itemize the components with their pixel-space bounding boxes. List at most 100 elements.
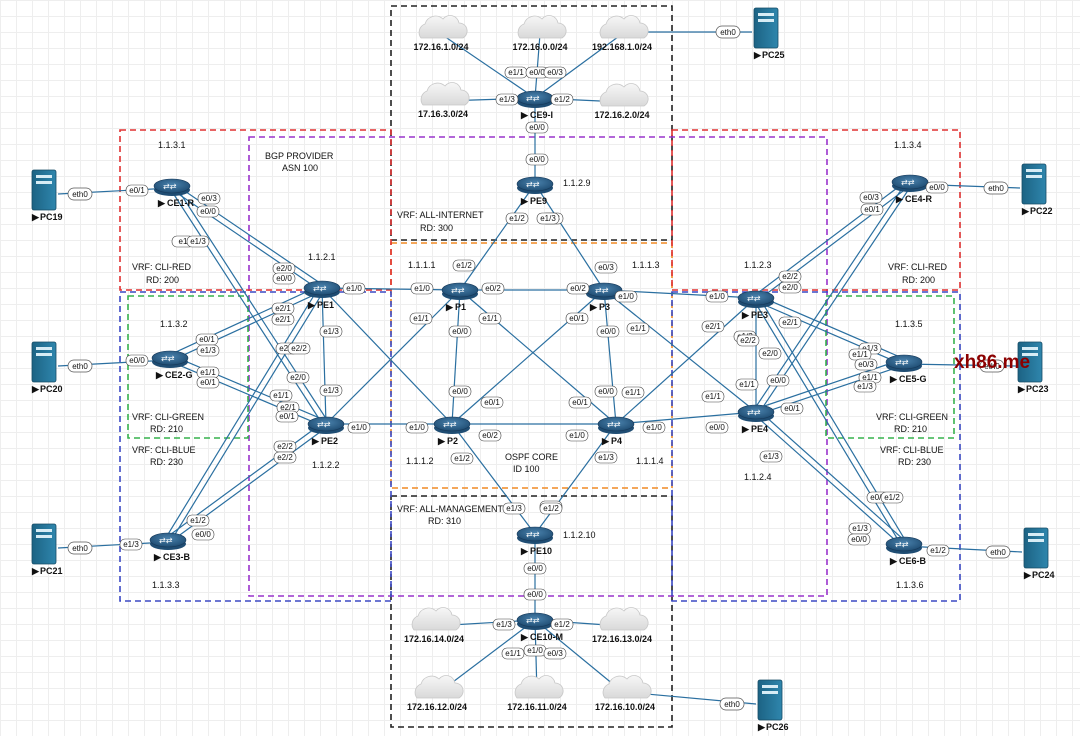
router-arrow: ▶: [520, 196, 529, 206]
router-CE1-R[interactable]: ⇄⇄▶CE1-R: [153, 178, 195, 208]
port-pill: [778, 316, 802, 329]
port-pill: [766, 374, 790, 387]
port-label: e2/2: [279, 344, 295, 353]
port-tag: e0/0: [523, 562, 547, 575]
router-label: PE3: [751, 310, 768, 320]
port-label: e0/2: [870, 493, 886, 502]
port-label: e0/2: [482, 431, 498, 440]
pc-PC20[interactable]: PC20▶eth0: [31, 341, 93, 394]
router-label: CE9-I: [530, 110, 553, 120]
port-tag: e1/1: [478, 312, 502, 325]
port-label: e0/0: [709, 423, 725, 432]
link-CE1-R-PE1: [169, 187, 321, 291]
pc-label: PC26: [766, 722, 789, 732]
port-label: e1/2: [456, 261, 472, 270]
pc-label: PC23: [1026, 384, 1049, 394]
port-tag: e0/0: [525, 153, 549, 166]
region-sub-green-left: RD: 210: [150, 424, 183, 434]
router-P1[interactable]: ⇄⇄▶P11.1.1.1: [408, 260, 479, 312]
port-label: e1/3: [123, 540, 139, 549]
port-label: e1/3: [598, 453, 614, 462]
port-pill: [621, 386, 645, 399]
router-CE10-M[interactable]: ⇄⇄▶CE10-M: [516, 612, 563, 642]
router-label: P4: [611, 436, 622, 446]
port-tag: e2/1: [701, 320, 725, 333]
port-pill: [594, 261, 618, 274]
port-tag: e1/3: [536, 212, 560, 225]
router-arrow: ▶: [307, 300, 316, 310]
pc-PC21[interactable]: PC21▶eth0: [31, 523, 93, 576]
pc-PC26[interactable]: PC26▶eth0: [719, 679, 789, 732]
port-label: e2/2: [277, 442, 293, 451]
port-pill: [525, 153, 549, 166]
port-label: e0/3: [598, 263, 614, 272]
pc-arrow: ▶: [753, 50, 762, 60]
router-arrows-icon: ⇄⇄: [159, 536, 173, 545]
port-tag: e0/2: [481, 282, 505, 295]
port-pill: [853, 380, 877, 393]
link-CE2-G-PE1: [168, 284, 321, 356]
router-arrow: ▶: [589, 302, 598, 312]
pc-PC25[interactable]: PC25▶eth0: [715, 7, 785, 60]
port-tag: e0/0: [191, 528, 215, 541]
router-label: P3: [599, 302, 610, 312]
port-label: e1/3: [496, 620, 512, 629]
router-CE5-G[interactable]: ⇄⇄▶CE5-G: [885, 354, 927, 384]
port-label: e2/2: [740, 336, 756, 345]
port-label: e1/0: [351, 423, 367, 432]
port-pill: [780, 402, 804, 415]
port-tag: e1/3: [119, 538, 143, 551]
cloud-label: 17.16.3.0/24: [418, 109, 468, 119]
cloud-label: 172.16.1.0/24: [413, 42, 468, 52]
pc-PC22[interactable]: PC22▶eth0: [983, 163, 1053, 216]
port-tag: e1/3: [492, 618, 516, 631]
router-P2[interactable]: ⇄⇄▶P21.1.1.2: [406, 416, 471, 466]
link-PE9-P1: [459, 183, 536, 291]
pc-arrow: ▶: [1017, 384, 1026, 394]
pc-label: PC21: [40, 566, 63, 576]
router-CE6-B[interactable]: ⇄⇄▶CE6-B: [885, 536, 927, 566]
pc-PC23[interactable]: PC23▶eth0: [979, 341, 1049, 394]
router-P4[interactable]: ⇄⇄▶P41.1.1.4: [597, 416, 664, 466]
router-ip-label: 1.1.2.10: [563, 530, 596, 540]
port-label: e0/0: [195, 530, 211, 539]
region-sub-internet: RD: 300: [420, 223, 453, 233]
port-label: e0/3: [547, 649, 563, 658]
port-label: e1/1: [413, 314, 429, 323]
port-pill: [67, 187, 93, 201]
region-sub-blue-left: RD: 230: [150, 457, 183, 467]
link-CE3-B-PE1: [164, 286, 320, 539]
router-CE3-B[interactable]: ⇄⇄▶CE3-B: [149, 532, 191, 562]
router-arrows-icon: ⇄⇄: [901, 178, 915, 187]
router-P3[interactable]: ⇄⇄▶P31.1.1.3: [585, 260, 660, 312]
cloud-c7: 172.16.13.0/24: [592, 607, 652, 644]
router-CE4-R[interactable]: ⇄⇄▶CE4-R: [891, 174, 933, 204]
port-pill: [983, 181, 1009, 195]
port-tag: e0/0: [523, 588, 547, 601]
pc-PC19[interactable]: PC19▶eth0: [31, 169, 93, 222]
router-CE2-G[interactable]: ⇄⇄▶CE2-G: [151, 350, 193, 380]
port-pill: [319, 325, 343, 338]
router-icon: [433, 416, 471, 432]
router-CE9-I[interactable]: ⇄⇄▶CE9-I: [516, 90, 554, 120]
port-tag: e0/0: [705, 421, 729, 434]
cloud-icon: [420, 82, 470, 106]
link-PE3-CE5-G: [754, 300, 904, 366]
port-tag: e0/1: [480, 396, 504, 409]
router-label: P2: [447, 436, 458, 446]
router-label: CE3-B: [163, 552, 191, 562]
router-arrows-icon: ⇄⇄: [443, 420, 457, 429]
link-PE3-CE4-R: [753, 179, 909, 297]
pc-PC24[interactable]: PC24▶eth0: [985, 527, 1055, 580]
cloud-icon: [411, 607, 461, 631]
